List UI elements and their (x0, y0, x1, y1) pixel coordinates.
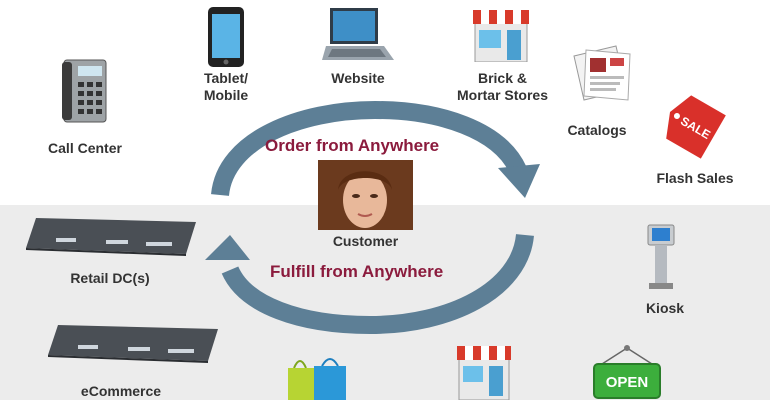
shopping-bags-icon (288, 358, 346, 400)
tablet-mobile-label: Tablet/ Mobile (203, 70, 249, 103)
storefront-bottom-icon (457, 346, 511, 400)
catalog-icon (573, 45, 631, 101)
kiosk-icon (647, 224, 675, 289)
fulfill-from-anywhere-text: Fulfill from Anywhere (270, 262, 444, 281)
ecommerce-server-icon (48, 325, 218, 363)
storefront-icon (473, 10, 529, 62)
ecommerce-label: eCommerce (80, 383, 162, 399)
kiosk-label: Kiosk (645, 300, 685, 316)
open-sign-icon: OPEN (593, 345, 661, 399)
flash-sales-label: Flash Sales (656, 170, 734, 186)
phone-icon (62, 59, 107, 123)
customer-label: Customer (332, 233, 399, 249)
laptop-icon (322, 8, 394, 60)
website-label: Website (331, 70, 385, 86)
call-center-label: Call Center (48, 140, 122, 156)
sale-tag-icon: SALE (666, 95, 726, 159)
order-from-anywhere-text: Order from Anywhere (265, 136, 440, 155)
customer-photo (318, 160, 413, 230)
order-arrow (211, 100, 540, 198)
retail-dc-label: Retail DC(s) (70, 270, 150, 286)
brick-mortar-label: Brick & Mortar Stores (456, 70, 549, 103)
catalogs-label: Catalogs (567, 122, 627, 138)
mobile-phone-icon (208, 7, 244, 67)
open-sign-text: OPEN (606, 374, 649, 391)
fulfill-arrow (205, 233, 534, 335)
retail-dc-server-icon (26, 218, 196, 256)
